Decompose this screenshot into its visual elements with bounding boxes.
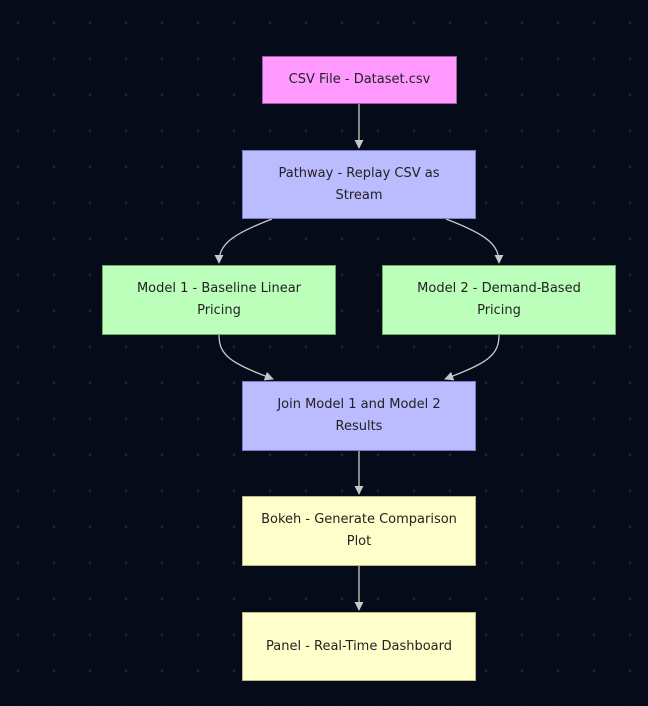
node-model-2-label: Model 2 - Demand-Based Pricing [417, 281, 581, 318]
node-pathway-replay-label: Pathway - Replay CSV as Stream [278, 165, 440, 203]
node-panel-dashboard-label: Panel - Real-Time Dashboard [265, 638, 453, 654]
node-panel-dashboard: Panel - Real-Time Dashboard [242, 612, 476, 681]
edge-pathway-to-model1 [214, 218, 273, 264]
edge-model2-to-join [444, 334, 500, 381]
node-join-results-label: Join Model 1 and Model 2 Results [277, 397, 441, 434]
node-bokeh-plot: Bokeh - Generate Comparison Plot [242, 496, 476, 566]
node-model-2: Model 2 - Demand-Based Pricing [382, 265, 616, 335]
node-csv-file: CSV File - Dataset.csv [262, 56, 457, 104]
node-model-1: Model 1 - Baseline Linear Pricing [102, 265, 336, 335]
node-model-1-label: Model 1 - Baseline Linear Pricing [136, 281, 302, 318]
node-join-results: Join Model 1 and Model 2 Results [242, 381, 476, 451]
node-csv-file-label: CSV File - Dataset.csv [288, 72, 431, 87]
node-pathway-replay: Pathway - Replay CSV as Stream [242, 150, 476, 219]
node-bokeh-plot-label: Bokeh - Generate Comparison Plot [261, 512, 457, 549]
edge-pathway-to-model2 [445, 218, 504, 264]
edge-model1-to-join [218, 334, 274, 381]
